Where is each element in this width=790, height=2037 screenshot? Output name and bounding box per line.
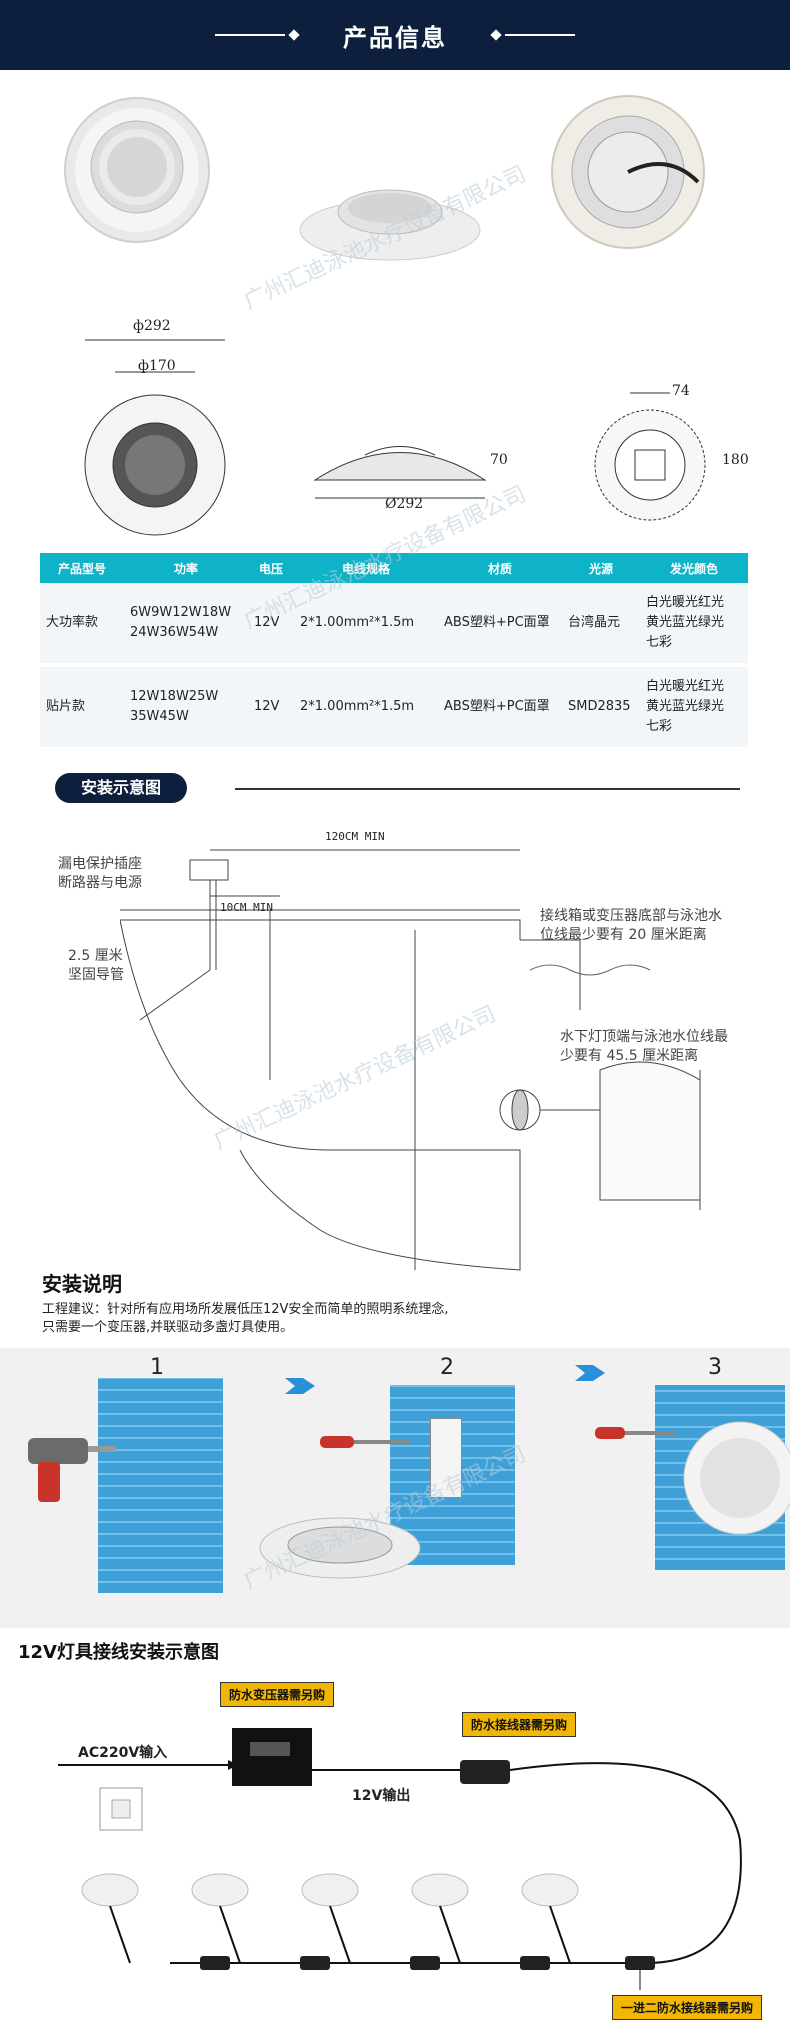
dim-74: 74 [672,383,690,399]
instructions-line-2: 只需要一个变压器,并联驱动多盏灯具使用。 [42,1320,294,1335]
label-conduit-1: 2.5 厘米 [68,948,123,964]
cell-material: ABS塑料+PC面罩 [438,665,562,747]
cell-color-line2: 黄光蓝光绿光 [646,615,725,630]
header-bar: 产品信息 [0,0,790,70]
product-photo-side [295,170,485,280]
lamp-mounted-photo [670,1418,790,1538]
spec-table-header: 产品型号 功率 电压 电线规格 材质 光源 发光颜色 [40,553,748,583]
label-breaker-1: 漏电保护插座 [58,856,142,872]
header-line-right [505,34,575,36]
step-arrow-1-icon [285,1378,315,1394]
dim-180: 180 [722,452,749,468]
step-arrow-2-icon [575,1365,605,1381]
screwdriver-icon [595,1423,675,1443]
cell-power: 12W18W25W 35W45W [124,665,248,747]
drill-icon [18,1428,118,1508]
th-source: 光源 [562,553,640,583]
cell-power-line1: 12W18W25W [130,689,219,704]
output-label: 12V输出 [352,1788,411,1804]
label-conduit-2: 坚固导管 [68,967,124,983]
cell-model: 贴片款 [40,665,124,747]
dim-w292: Ø292 [385,496,424,512]
th-wire: 电线规格 [294,553,438,583]
th-power: 功率 [124,553,248,583]
label-junction-1: 接线箱或变压器底部与泳池水 [540,908,722,924]
label-lamp-2: 少要有 45.5 厘米距离 [560,1048,699,1064]
cell-model: 大功率款 [40,583,124,667]
pool-wall-1 [98,1378,223,1593]
install-diagram-drawing [119,820,770,1280]
drawing-back-view [585,385,715,525]
label-junction-2: 位线最少要有 20 厘米距离 [540,927,707,943]
cell-voltage: 12V [248,583,294,667]
cell-color: 白光暖光红光黄光蓝光绿光七彩 [640,665,748,747]
cell-color-line1: 白光暖光红光 [646,679,725,694]
wiring-diagram [0,1660,790,2033]
dim-70: 70 [490,452,508,468]
screwdriver-icon [320,1432,410,1452]
product-photo-back [548,92,708,252]
cell-color-line2: 黄光蓝光绿光 [646,699,725,714]
th-voltage: 电压 [248,553,294,583]
table-row: 贴片款 12W18W25W 35W45W 12V 2*1.00mm²*1.5m A… [40,665,748,747]
dim-120cm: 120CM MIN [325,830,385,843]
cell-color-line3: 七彩 [646,635,673,650]
th-material: 材质 [438,553,562,583]
cell-power-line1: 6W9W12W18W [130,605,232,620]
header-line-left [215,34,285,36]
cell-power-line2: 35W45W [130,709,189,724]
step-number-3: 3 [708,1355,722,1380]
th-model: 产品型号 [40,553,124,583]
section-divider [235,788,740,790]
cell-power-line2: 24W36W54W [130,625,219,640]
cell-material: ABS塑料+PC面罩 [438,583,562,667]
th-color: 发光颜色 [640,553,748,583]
tag-connector: 防水接线器需另购 [462,1712,577,1737]
input-label: AC220V输入 [78,1745,168,1761]
product-photo-front [62,95,212,245]
cell-voltage: 12V [248,665,294,747]
dim-10cm: 10CM MIN [220,901,273,914]
cell-color-line3: 七彩 [646,719,673,734]
label-lamp-1: 水下灯顶端与泳池水位线最 [560,1029,728,1045]
instructions-line-1: 工程建议：针对所有应用场所发展低压12V安全而简单的照明系统理念, [42,1302,449,1317]
cell-color: 白光暖光红光黄光蓝光绿光七彩 [640,583,748,667]
cell-color-line1: 白光暖光红光 [646,595,725,610]
mounting-bracket [430,1418,462,1498]
tag-transformer: 防水变压器需另购 [220,1682,335,1707]
dim-170: ф170 [138,358,176,374]
cell-power: 6W9W12W18W 24W36W54W [124,583,248,667]
spec-table: 产品型号 功率 电压 电线规格 材质 光源 发光颜色 大功率款 6W9W12W1… [40,553,748,747]
page-title: 产品信息 [343,24,447,52]
lamp-back-photo [258,1510,423,1580]
step-number-1: 1 [150,1355,164,1380]
cell-wire: 2*1.00mm²*1.5m [294,583,438,667]
dim-292: ф292 [133,318,171,334]
install-diagram-title: 安装示意图 [55,773,187,803]
drawing-side-view [305,430,495,510]
cell-wire: 2*1.00mm²*1.5m [294,665,438,747]
step-number-2: 2 [440,1355,454,1380]
cell-source: SMD2835 [562,665,640,747]
tag-splitter: 一进二防水接线器需另购 [612,1995,763,2020]
wiring-title: 12V灯具接线安装示意图 [18,1642,219,1663]
instructions-title: 安装说明 [42,1272,122,1296]
label-breaker-2: 断路器与电源 [58,875,142,891]
cell-source: 台湾晶元 [562,583,640,667]
drawing-front-view [80,310,230,540]
table-row: 大功率款 6W9W12W18W 24W36W54W 12V 2*1.00mm²*1… [40,583,748,667]
